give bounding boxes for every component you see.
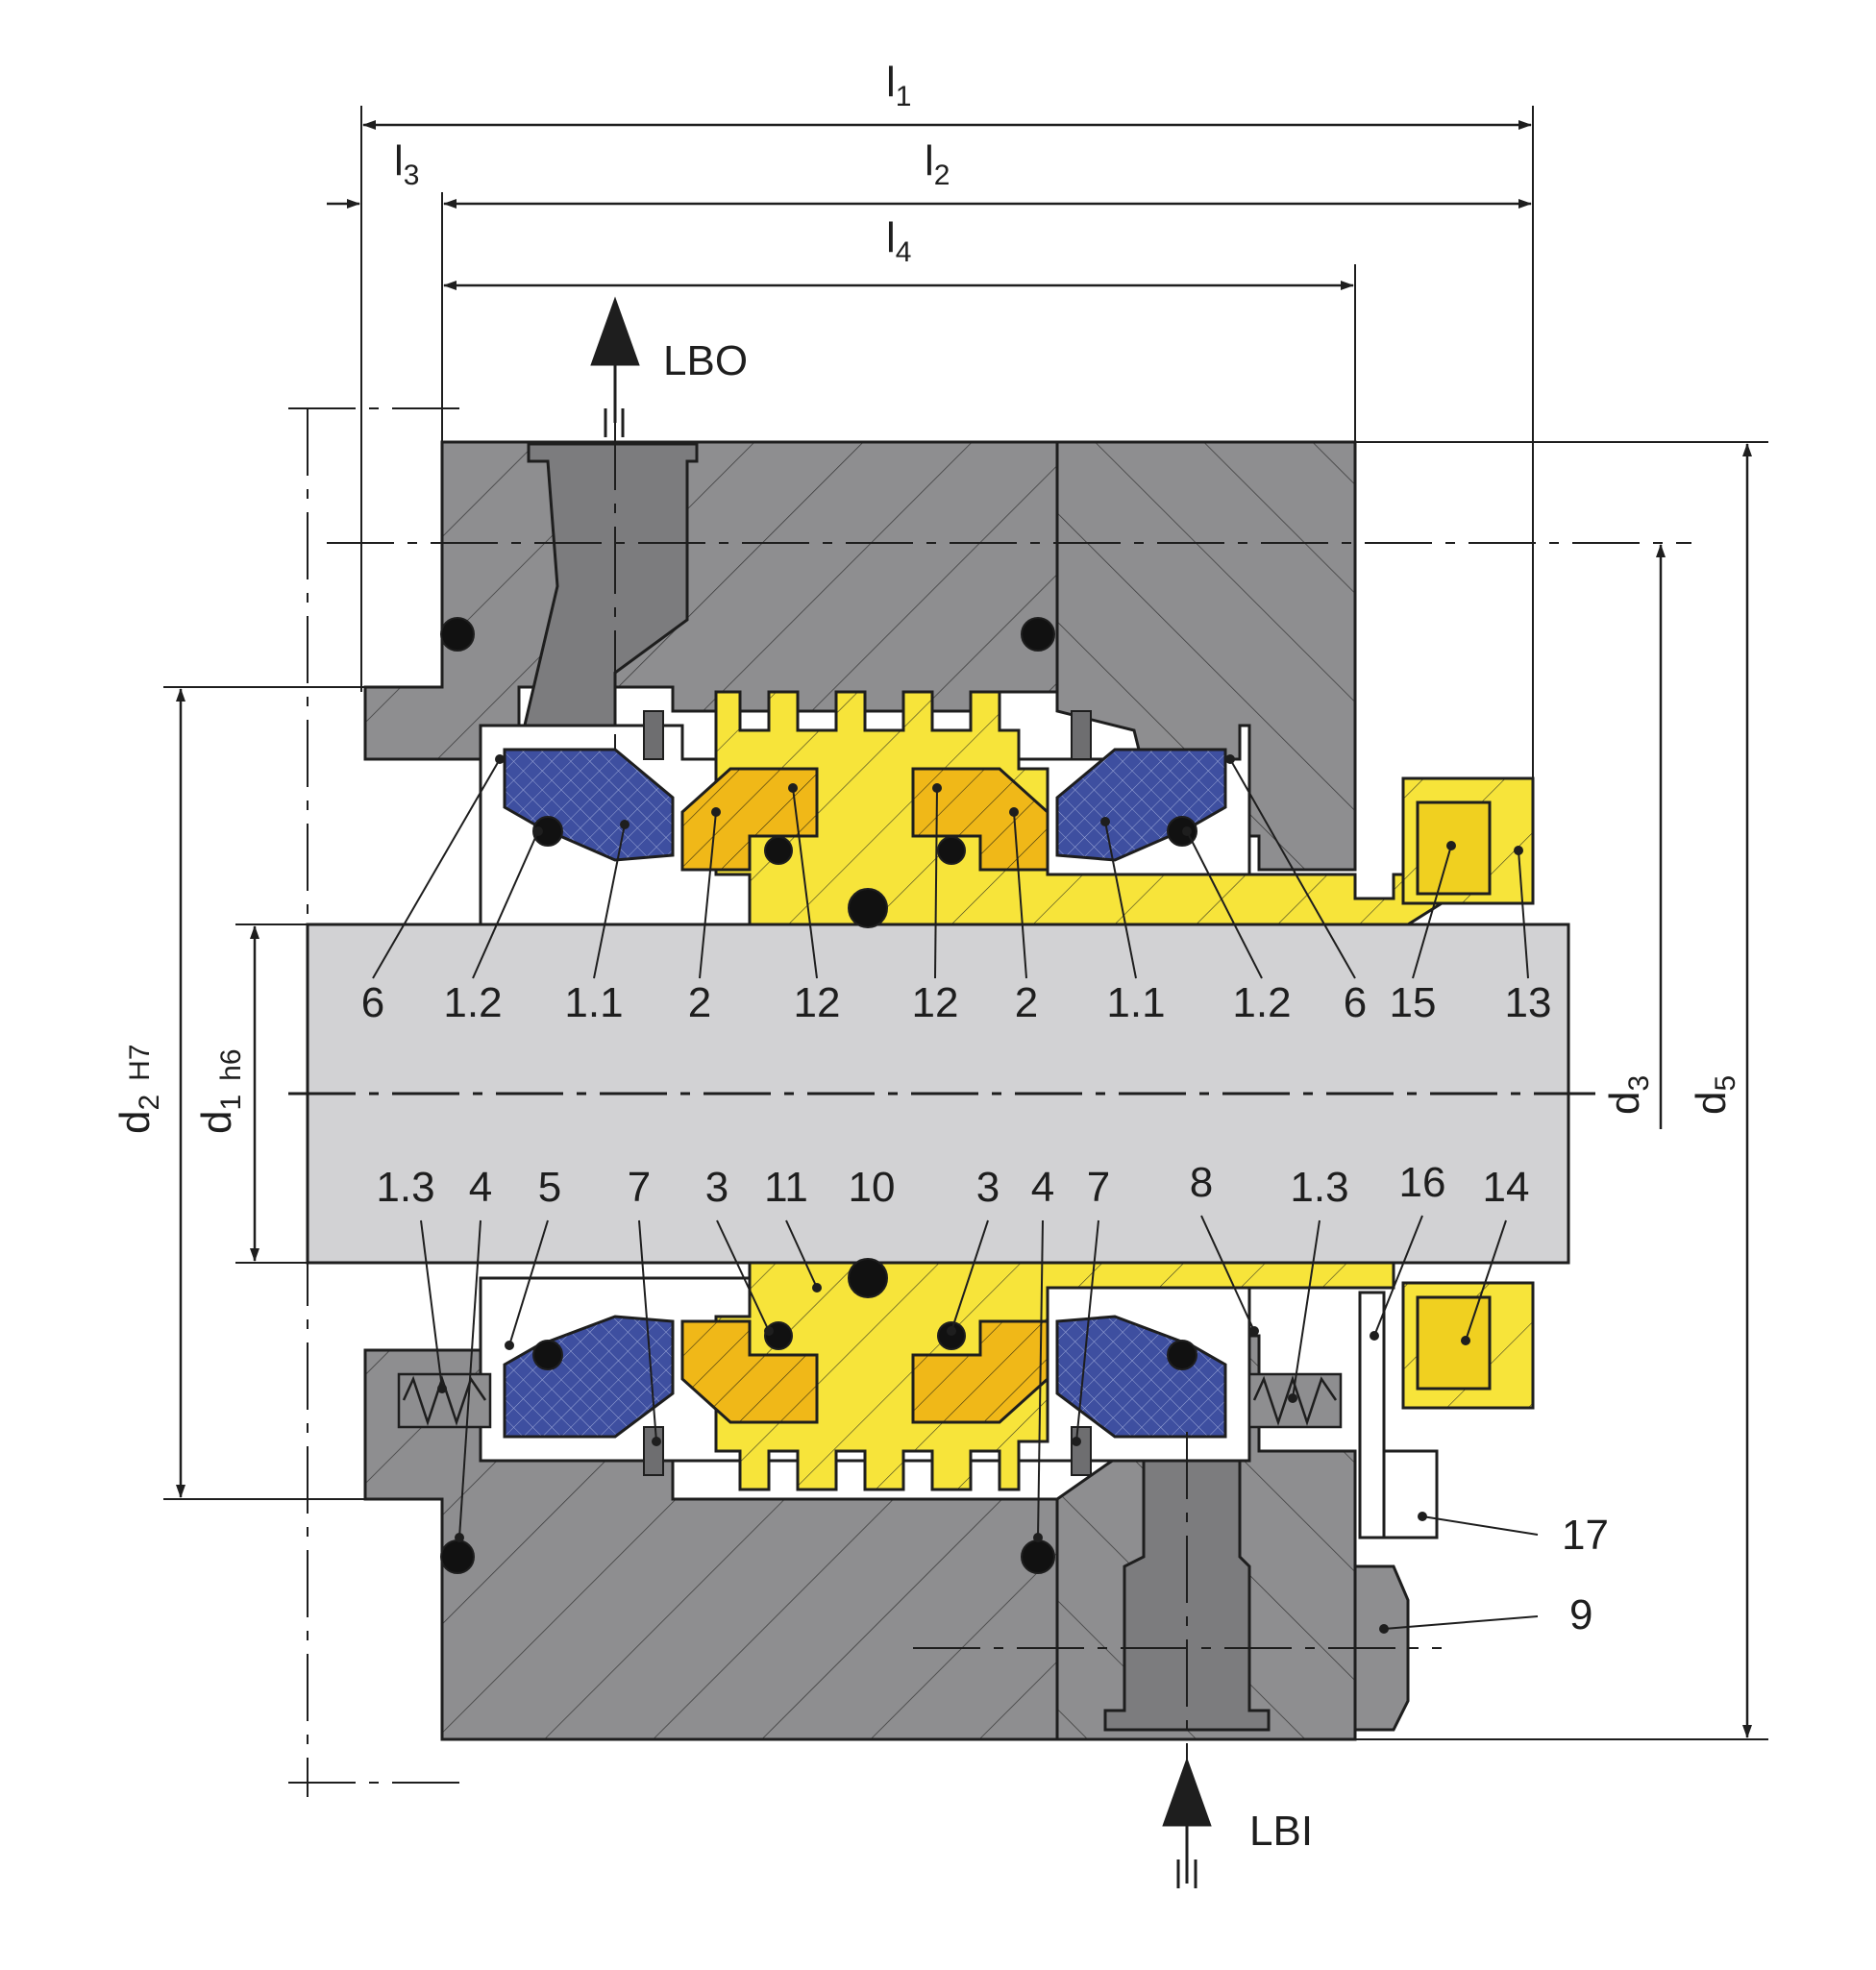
dimension-lines (176, 120, 1752, 1738)
part-label: 11 (764, 1164, 808, 1211)
part-label: 6 (1344, 979, 1367, 1026)
spacer-clip (1358, 1291, 1386, 1539)
inlet-arrow-icon (1162, 1757, 1212, 1827)
clip-tab (1382, 1449, 1439, 1539)
housing-upper-left (363, 440, 1059, 761)
port-label-outlet: LBO (663, 337, 748, 384)
upper-part-labels: 6 1.2 1.1 2 12 12 2 1.1 1.2 6 15 13 (361, 979, 1552, 1026)
part-label: 7 (1087, 1164, 1110, 1211)
part-label: 1.2 (443, 979, 502, 1026)
part-label: 4 (1031, 1164, 1054, 1211)
label-l4: l4 (886, 214, 911, 268)
part-label: 13 (1505, 979, 1552, 1026)
label-d2: d2H7 (111, 1044, 165, 1134)
part-label: 12 (794, 979, 841, 1026)
part-label: 10 (849, 1164, 896, 1211)
label-l3: l3 (394, 137, 419, 191)
part-label: 8 (1190, 1159, 1213, 1206)
part-label: 17 (1562, 1512, 1609, 1559)
part-label: 7 (628, 1164, 651, 1211)
part-label: 14 (1483, 1164, 1530, 1211)
part-label: 1.1 (1106, 979, 1165, 1026)
stationary-seats (680, 767, 1049, 1424)
extension-lines (163, 106, 1768, 1884)
label-d5: d5 (1688, 1075, 1741, 1115)
part-label: 1.3 (1290, 1164, 1348, 1211)
port-label-inlet: LBI (1249, 1808, 1313, 1855)
part-label: 1.3 (376, 1164, 434, 1211)
part-label: 5 (538, 1164, 561, 1211)
leader-dots (437, 754, 1523, 1634)
part-label: 2 (688, 979, 711, 1026)
part-label: 4 (469, 1164, 492, 1211)
set-screw-lower (1416, 1295, 1492, 1391)
set-screw-upper (1416, 800, 1492, 896)
part-label: 3 (705, 1164, 728, 1211)
part-label: 15 (1390, 979, 1437, 1026)
outlet-arrow-icon (590, 296, 640, 366)
part-label: 9 (1569, 1591, 1592, 1638)
part-label: 1.1 (564, 979, 623, 1026)
port-arrows (590, 296, 1212, 1888)
pins (643, 710, 1092, 1476)
part-label: 16 (1399, 1159, 1446, 1206)
o-rings (440, 617, 1197, 1574)
lower-part-labels: 1.3 4 5 7 3 11 10 3 4 7 8 1.3 16 14 (376, 1159, 1529, 1211)
shaft-sleeve (714, 690, 1535, 1491)
part-label: 12 (912, 979, 959, 1026)
label-d1: d1h6 (193, 1048, 247, 1134)
part-label: 1.2 (1232, 979, 1291, 1026)
part-label: 3 (976, 1164, 1000, 1211)
label-l2: l2 (925, 137, 950, 191)
label-l1: l1 (886, 59, 911, 112)
leader-lines (372, 758, 1539, 1630)
side-part-labels: 17 9 (1562, 1512, 1609, 1638)
part-label: 6 (361, 979, 384, 1026)
shaft (288, 923, 1595, 1265)
dimension-labels: l1 l2 l3 l4 d2H7 d1h6 d3 d5 (111, 59, 1741, 1134)
part-label: 2 (1015, 979, 1038, 1026)
label-d3: d3 (1601, 1075, 1655, 1115)
